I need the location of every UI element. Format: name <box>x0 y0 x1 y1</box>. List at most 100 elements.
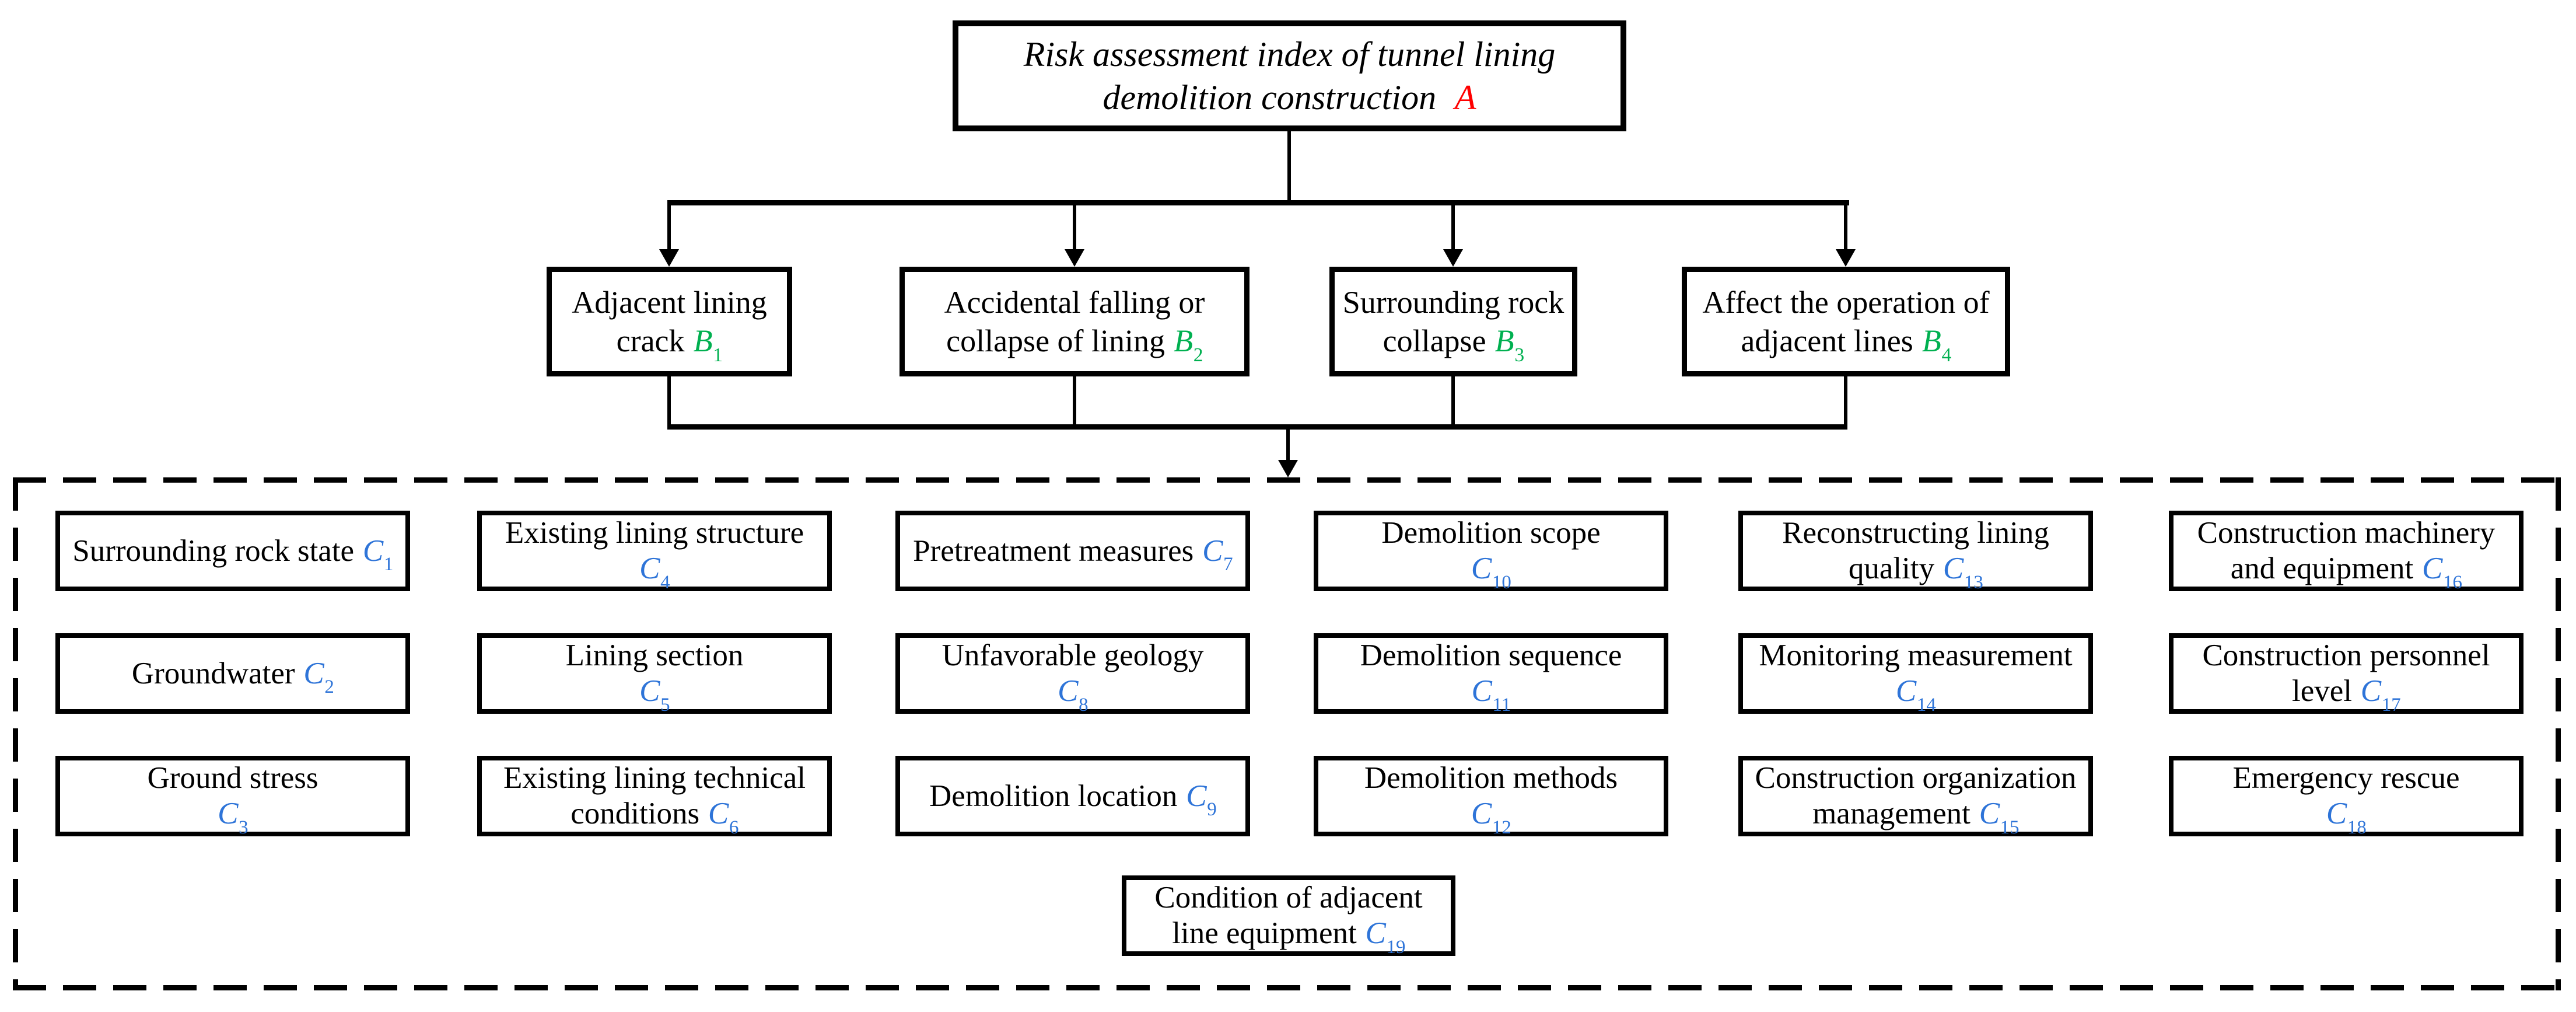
box-label-sub: 5 <box>660 694 670 716</box>
root-box-a: Risk assessment index of tunnel lining d… <box>953 20 1626 131</box>
connector-stub-b1 <box>667 376 671 427</box>
box-line: Construction personnel <box>2202 638 2490 673</box>
box-label: C14 <box>1895 674 1936 716</box>
box-text: Construction organization <box>1755 761 2077 795</box>
box-label-sub: 18 <box>2347 816 2367 838</box>
box-label-sub: 6 <box>729 816 739 838</box>
dashed-border-left <box>13 477 18 990</box>
box-line: Demolition methods <box>1364 760 1618 796</box>
box-text: Construction personnel <box>2202 638 2490 672</box>
box-label: B4 <box>1922 323 1952 367</box>
box-line: Emergency rescue <box>2233 760 2460 796</box>
box-label-sub: 10 <box>1492 571 1511 593</box>
box-line: Construction organization <box>1755 760 2076 796</box>
arrowhead-c <box>1278 460 1298 477</box>
box-text: Ground stress <box>147 761 318 795</box>
box-label: C6 <box>708 797 739 838</box>
connector-stub-b3 <box>1451 376 1455 427</box>
box-text: Accidental falling or <box>944 285 1205 320</box>
box-label: C11 <box>1471 674 1511 716</box>
box-label-a: A <box>1454 78 1476 117</box>
box-text: collapse <box>1382 323 1486 358</box>
box-line: C14 <box>1895 673 1936 716</box>
connector-bus-1 <box>667 200 1849 205</box>
box-text: Risk assessment index of tunnel lining <box>1023 35 1556 74</box>
box-text: Condition of adjacent <box>1154 881 1423 915</box>
box-text: Reconstructing lining <box>1782 516 2049 550</box>
box-text: Demolition methods <box>1364 761 1618 795</box>
box-text: adjacent lines <box>1741 323 1913 358</box>
box-label: C3 <box>218 797 249 838</box>
box-text: conditions <box>570 797 700 830</box>
box-label-sub: 4 <box>1941 344 1952 367</box>
box-line: Surrounding rock <box>1343 283 1564 322</box>
box-text: Existing lining technical <box>503 761 806 795</box>
box-text: level <box>2291 674 2352 708</box>
box-label-sub: 7 <box>1223 554 1233 575</box>
box-text: demolition construction <box>1102 78 1437 117</box>
box-text: Affect the operation of <box>1702 285 1990 320</box>
box-text: collapse of lining <box>946 323 1166 358</box>
box-label: C7 <box>1202 533 1233 575</box>
box-text: Surrounding rock <box>1342 285 1564 320</box>
box-text: Monitoring measurement <box>1759 638 2073 672</box>
box-label-sub: 17 <box>2381 694 2401 716</box>
box-label: C5 <box>639 674 670 716</box>
box-line: C11 <box>1471 673 1511 716</box>
box-text: Demolition scope <box>1381 516 1601 550</box>
box-line: Condition of adjacent <box>1154 880 1422 916</box>
box-text: Unfavorable geology <box>942 638 1204 672</box>
box-text: Demolition sequence <box>1360 638 1622 672</box>
box-label: C15 <box>1979 797 2020 838</box>
connector-drop-c <box>1286 424 1290 460</box>
box-label-sub: 8 <box>1079 694 1088 716</box>
box-line: Risk assessment index of tunnel lining <box>1024 33 1556 76</box>
box-line: Demolition scope <box>1381 515 1600 551</box>
box-label-sub: 3 <box>239 816 249 838</box>
box-label: C19 <box>1365 916 1406 958</box>
dashed-border-top <box>13 477 2561 483</box>
box-text: and equipment <box>2230 552 2414 585</box>
box-label-sub: 2 <box>1193 344 1203 367</box>
box-label: B2 <box>1174 323 1203 367</box>
box-line: Accidental falling or <box>944 283 1205 322</box>
box-label: C9 <box>1186 779 1217 821</box>
box-label: C18 <box>2326 797 2367 838</box>
box-text: Surrounding rock state <box>72 533 355 568</box>
connector-stub-b4 <box>1844 376 1847 427</box>
box-line: Demolition sequence <box>1360 638 1622 673</box>
box-line: Reconstructing lining <box>1782 515 2049 551</box>
box-label-sub: 15 <box>2000 816 2020 838</box>
box-line: Lining section <box>566 638 744 673</box>
box-text: quality <box>1848 552 1935 585</box>
box-line: Adjacent lining <box>572 283 766 322</box>
connector-a-stem <box>1287 131 1291 203</box>
arrowhead-b1 <box>659 249 679 267</box>
box-text: line equipment <box>1172 916 1357 950</box>
box-line: Unfavorable geology <box>942 638 1204 673</box>
